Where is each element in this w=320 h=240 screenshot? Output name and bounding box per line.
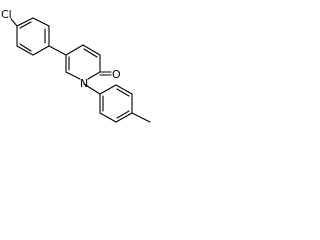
methyl-bond [131,112,151,123]
molecule-structure: Cl N O [1,8,151,123]
c-cl-bond [10,18,18,27]
aryl-pyridinone-bond [48,45,67,56]
chlorine-label: Cl [1,8,12,21]
chlorophenyl-ring [16,17,50,56]
pyridinone-ring [65,44,101,80]
oxygen-label: O [112,68,121,81]
n-benzyl-bond [83,83,101,95]
nitrogen-label: N [80,77,88,90]
carbonyl-group [99,71,112,76]
methylbenzyl-ring [99,84,133,123]
